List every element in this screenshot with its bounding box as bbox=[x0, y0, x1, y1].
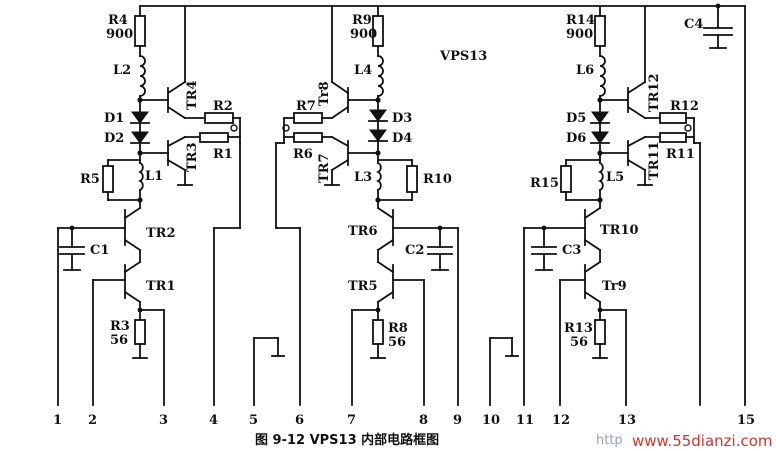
label-d1: D1 bbox=[104, 111, 124, 126]
label-tr8: Tr8 bbox=[317, 81, 332, 106]
pin-11: 11 bbox=[516, 413, 534, 428]
resistor-r11 bbox=[659, 132, 687, 143]
label-r5: R5 bbox=[80, 172, 100, 187]
watermark-prefix: http bbox=[596, 433, 623, 448]
label-tr1: TR1 bbox=[146, 279, 176, 294]
watermark-site: www.55dianzi.com bbox=[632, 432, 773, 450]
label-d6: D6 bbox=[566, 131, 586, 146]
diode-d5 bbox=[591, 111, 609, 124]
label-r13: R13 bbox=[564, 321, 593, 336]
diode-d6 bbox=[591, 131, 609, 144]
label-r10: R10 bbox=[423, 172, 452, 187]
component-labels: R4 900 L2 TR4 R2 D1 D2 TR3 R1 R5 L1 TR2 … bbox=[80, 13, 703, 350]
pin-numbers: 1 2 3 4 5 6 7 8 9 10 11 12 13 15 bbox=[53, 413, 755, 428]
chip-label: VPS13 bbox=[439, 49, 487, 64]
label-c1: C1 bbox=[90, 243, 109, 258]
label-tr2: TR2 bbox=[146, 226, 176, 241]
label-r8-value: 56 bbox=[388, 335, 406, 350]
label-r9: R9 bbox=[352, 13, 372, 28]
block-1 bbox=[57, 5, 241, 406]
label-r14: R14 bbox=[566, 13, 595, 28]
label-tr6: TR6 bbox=[348, 224, 378, 239]
pin-15: 15 bbox=[737, 413, 755, 428]
label-r4-value: 900 bbox=[106, 27, 133, 42]
resistor-r1 bbox=[199, 132, 229, 143]
label-r13-value: 56 bbox=[570, 335, 588, 350]
diode-d3 bbox=[369, 109, 387, 122]
figure-caption: 图 9-12 VPS13 内部电路框图 bbox=[255, 432, 439, 448]
resistor-r6 bbox=[293, 132, 323, 143]
label-l4: L4 bbox=[354, 63, 372, 78]
label-r2: R2 bbox=[213, 99, 233, 114]
label-l6: L6 bbox=[576, 63, 594, 78]
label-r12: R12 bbox=[670, 99, 699, 114]
resistor-r12 bbox=[659, 112, 687, 124]
pin-7: 7 bbox=[347, 413, 356, 428]
pin-13: 13 bbox=[618, 413, 636, 428]
label-d4: D4 bbox=[392, 131, 412, 146]
resistor-r4 bbox=[134, 15, 146, 47]
resistor-r13 bbox=[594, 319, 606, 345]
pin-9: 9 bbox=[453, 413, 462, 428]
resistor-r10 bbox=[406, 165, 418, 193]
label-l5: L5 bbox=[606, 170, 624, 185]
label-c4: C4 bbox=[684, 17, 703, 32]
resistor-r3 bbox=[134, 319, 146, 345]
label-tr3: TR3 bbox=[185, 142, 200, 172]
block-2 bbox=[275, 5, 459, 406]
block-3 bbox=[523, 3, 733, 406]
label-l1: L1 bbox=[145, 169, 163, 184]
label-r8: R8 bbox=[388, 321, 408, 336]
resistor-r2 bbox=[204, 112, 234, 124]
label-r9-value: 900 bbox=[350, 27, 377, 42]
resistor-r14 bbox=[594, 15, 606, 47]
label-r4: R4 bbox=[108, 13, 128, 28]
label-r15: R15 bbox=[530, 176, 559, 191]
pin-2: 2 bbox=[88, 413, 97, 428]
pin-4: 4 bbox=[209, 413, 218, 428]
pin-1: 1 bbox=[53, 413, 62, 428]
pin-5-ground bbox=[253, 337, 285, 406]
pin-10: 10 bbox=[482, 413, 500, 428]
label-tr10: TR10 bbox=[600, 223, 639, 238]
pin-10-ground bbox=[489, 337, 519, 406]
resistor-r5 bbox=[102, 165, 114, 193]
label-d5: D5 bbox=[566, 111, 586, 126]
label-tr9: Tr9 bbox=[602, 279, 627, 294]
label-d2: D2 bbox=[104, 131, 124, 146]
label-c3: C3 bbox=[562, 243, 581, 258]
label-c2: C2 bbox=[405, 243, 424, 258]
label-r1: R1 bbox=[213, 147, 233, 162]
label-r14-value: 900 bbox=[566, 27, 593, 42]
label-tr7: TR7 bbox=[317, 153, 332, 183]
label-r11: R11 bbox=[666, 147, 695, 162]
label-r6: R6 bbox=[293, 147, 313, 162]
label-tr4: TR4 bbox=[185, 80, 200, 110]
pin-3: 3 bbox=[159, 413, 168, 428]
label-tr5: TR5 bbox=[348, 279, 378, 294]
resistor-r15 bbox=[560, 165, 572, 193]
pin-6: 6 bbox=[295, 413, 304, 428]
label-d3: D3 bbox=[392, 111, 412, 126]
diode-d4 bbox=[369, 129, 387, 142]
diode-d2 bbox=[131, 131, 149, 144]
label-r3-value: 56 bbox=[110, 333, 128, 348]
diode-d1 bbox=[131, 111, 149, 124]
label-tr11: TR11 bbox=[647, 141, 662, 180]
label-l2: L2 bbox=[113, 63, 131, 78]
label-tr12: TR12 bbox=[647, 73, 662, 112]
label-r7: R7 bbox=[296, 99, 316, 114]
pin-5: 5 bbox=[249, 413, 258, 428]
label-l3: L3 bbox=[354, 170, 372, 185]
label-r3: R3 bbox=[110, 319, 130, 334]
resistor-r8 bbox=[372, 319, 384, 345]
resistor-r7 bbox=[293, 112, 323, 124]
pin-12: 12 bbox=[552, 413, 570, 428]
pin-8: 8 bbox=[419, 413, 428, 428]
